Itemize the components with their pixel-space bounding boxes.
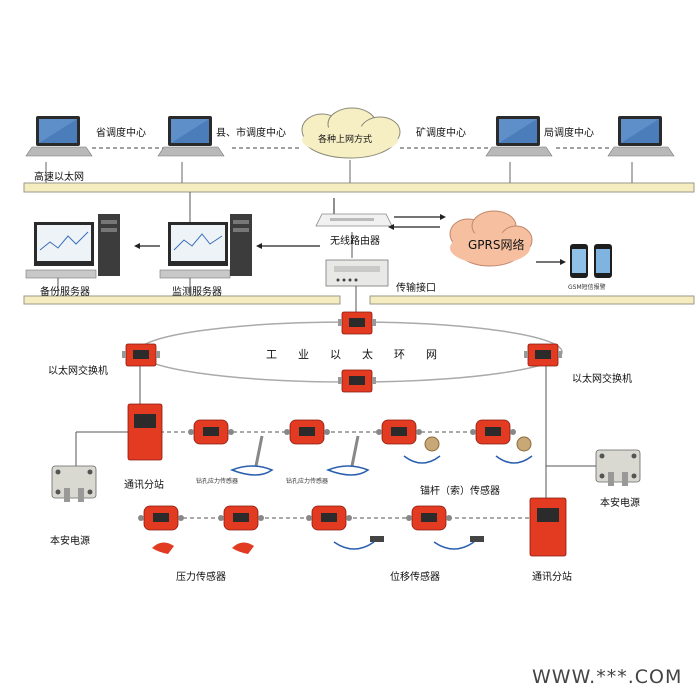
backup-server-icon (25, 214, 120, 279)
transfer-interface-icon (325, 259, 389, 287)
ring-switch-bottom-icon (337, 369, 377, 393)
wireless-router-label: 无线路由器 (330, 236, 380, 247)
power-supply-left-icon (51, 465, 97, 503)
drill-sensor-1-label: 钻孔应力传感器 (196, 478, 239, 485)
drill-sensor-2-icon (283, 419, 331, 445)
county-city-center-label: 县、市调度中心 (216, 128, 286, 139)
province-center-label: 省调度中心 (96, 128, 146, 139)
mine-center-label: 矿调度中心 (416, 128, 466, 139)
power-supply-right-icon (595, 449, 641, 487)
transfer-interface-label: 传输接口 (396, 283, 436, 294)
switch-left-label: 以太网交换机 (48, 366, 108, 377)
anchor-sensor-1-icon (375, 419, 423, 445)
gsm-alarm-label: GSM短信报警 (568, 284, 606, 291)
anchor-probe-icon (403, 436, 533, 464)
ring-switch-left-icon (121, 343, 161, 367)
internet-cloud-label: 各种上网方式 (318, 135, 373, 145)
anchor-sensor-2-icon (469, 419, 517, 445)
high-speed-ethernet-label: 高速以太网 (34, 172, 84, 183)
displacement-probe-icon (333, 536, 484, 550)
power-right-label: 本安电源 (600, 498, 640, 509)
pressure-gauge-icon (152, 542, 254, 554)
drill-sensor-1-icon (187, 419, 235, 445)
gprs-cloud-icon (449, 210, 533, 267)
watermark: WWW.***.COM (532, 666, 683, 688)
high-speed-ethernet-bus (23, 182, 695, 193)
substation-left-icon (127, 403, 163, 461)
ring-label: 工业以太环网 (266, 348, 458, 361)
power-left-label: 本安电源 (50, 536, 90, 547)
lower-bus-left (23, 295, 341, 305)
wireless-router-icon (315, 198, 393, 227)
laptop-bureau-icon (607, 115, 675, 157)
ring-switch-top-icon (337, 311, 377, 335)
gprs-label: GPRS网络 (468, 238, 525, 252)
monitor-server-label: 监测服务器 (172, 287, 222, 298)
switch-right-label: 以太网交换机 (572, 374, 632, 385)
drill-probe-icon (229, 435, 370, 476)
substation-right-label: 通讯分站 (532, 572, 572, 583)
laptop-province-icon (25, 115, 93, 157)
laptop-county-icon (157, 115, 225, 157)
substation-right-icon (529, 497, 567, 557)
drill-sensor-2-label: 钻孔应力传感器 (286, 478, 329, 485)
monitor-server-icon (159, 214, 252, 279)
ring-switch-right-icon (523, 343, 563, 367)
pressure-sensor-label: 压力传感器 (176, 572, 226, 583)
displacement-sensor-1-icon (305, 505, 353, 531)
lower-bus-right (369, 295, 695, 305)
backup-server-label: 备份服务器 (40, 287, 90, 298)
displacement-sensor-2-icon (405, 505, 453, 531)
pressure-sensor-2-icon (217, 505, 265, 531)
bureau-center-label: 局调度中心 (544, 128, 594, 139)
anchor-sensor-label: 锚杆（索）传感器 (420, 486, 500, 497)
laptop-mine-icon (485, 115, 553, 157)
substation-left-label: 通讯分站 (124, 480, 164, 491)
displacement-sensor-label: 位移传感器 (390, 572, 440, 583)
pressure-sensor-1-icon (137, 505, 185, 531)
internet-cloud-icon (301, 107, 401, 159)
phone-icon (570, 244, 612, 278)
